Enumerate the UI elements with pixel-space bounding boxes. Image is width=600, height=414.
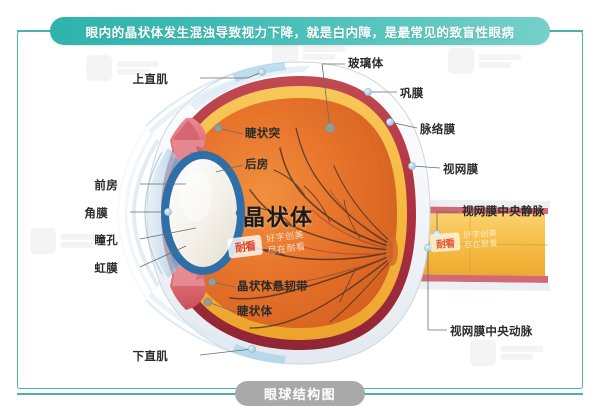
anatomy-label-left: 下直肌 [132,351,168,363]
banner-rule-right [543,30,583,32]
anatomy-label-right: 脉络膜 [420,124,456,136]
anatomy-label-right: 视网膜 [443,164,479,176]
anatomy-label-inner: 晶状体悬韧带 [237,281,308,293]
anatomy-label-inner: 睫状突 [245,128,281,140]
lens-title-label: 晶状体 [243,205,314,230]
anatomy-label-right: 玻璃体 [348,58,384,70]
anatomy-label-right: 视网膜中央静脉 [462,206,545,218]
anatomy-label-left: 瞳孔 [94,235,118,247]
caption-text: 眼球结构图 [263,387,336,402]
anatomy-label-right: 巩膜 [400,88,424,100]
anatomy-label-inner: 睫状体 [237,306,273,318]
anatomy-label-left: 虹膜 [94,263,118,275]
caption-rule-right [361,393,583,395]
anatomy-label-left: 角膜 [84,208,108,220]
anatomy-label-inner: 后房 [245,159,269,171]
caption-rule-left [17,393,239,395]
banner-rule-left [17,30,57,32]
banner-text: 眼内的晶状体发生混浊导致视力下降，就是白内障，是最常见的致盲性眼病 [85,25,515,40]
header-banner: 眼内的晶状体发生混浊导致视力下降，就是白内障，是最常见的致盲性眼病 [50,17,550,45]
anatomy-label-left: 前房 [94,180,118,192]
footer-caption: 眼球结构图 [235,381,365,406]
anatomy-label-left: 上直肌 [132,74,168,86]
anatomy-label-right: 视网膜中央动脉 [450,326,533,338]
